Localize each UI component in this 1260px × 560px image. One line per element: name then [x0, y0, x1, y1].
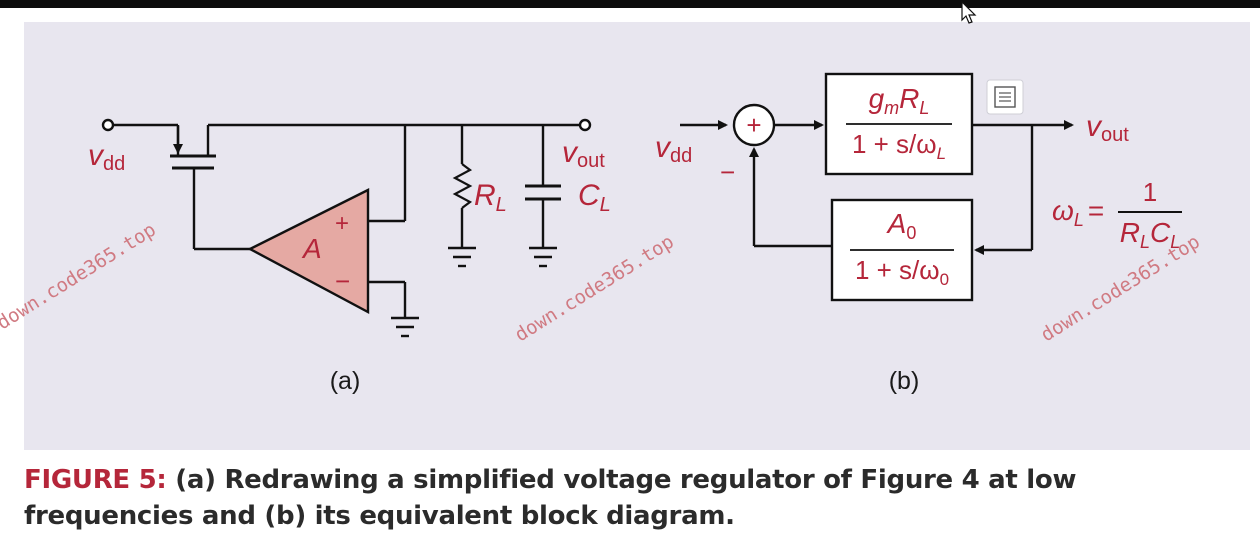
omega-numerator: 1	[1143, 177, 1157, 207]
amp-gain-label: A	[301, 233, 322, 264]
screenshot-icon[interactable]	[986, 79, 1024, 115]
forward-denominator: 1 + s/ωL	[852, 129, 946, 163]
panel-a-label: (a)	[330, 367, 361, 395]
cl-label: CL	[578, 179, 611, 216]
omega-l-label: ωL=	[1052, 195, 1104, 230]
panel-b-label: (b)	[889, 367, 920, 395]
block-diagram-b	[680, 72, 1182, 302]
amplifier-triangle	[247, 188, 370, 315]
feedback-minus-label: −	[720, 157, 735, 187]
amp-minus-label: −	[335, 266, 350, 296]
omega-denominator: RLCL	[1120, 217, 1181, 252]
top-bar	[0, 0, 1260, 8]
vout-label-b: vout	[1086, 110, 1129, 146]
ground-icon	[391, 316, 419, 338]
amp-plus-label: +	[335, 210, 349, 237]
figure-panel	[24, 22, 1250, 450]
vdd-label-a: vdd	[88, 139, 125, 175]
circuit-a	[101, 118, 592, 338]
feedback-numerator: A0	[886, 208, 917, 243]
forward-numerator: gmRL	[869, 83, 930, 118]
ground-icon	[448, 246, 476, 268]
watermark-text: down.code365.top	[0, 219, 160, 335]
vdd-terminal	[101, 118, 115, 132]
feedback-denominator: 1 + s/ω0	[855, 255, 949, 289]
vout-label-a: vout	[562, 136, 605, 172]
resistor-icon	[452, 163, 473, 209]
figure-label: FIGURE 5:	[24, 465, 167, 495]
mouse-cursor-icon	[961, 0, 977, 24]
sum-plus-label: +	[746, 110, 761, 140]
caption-text: (a) Redrawing a simplified voltage regul…	[24, 465, 1077, 531]
figure-caption: FIGURE 5: (a) Redrawing a simplified vol…	[24, 462, 1239, 534]
ground-icon	[529, 246, 557, 268]
vdd-label-b: vdd	[655, 131, 692, 167]
vout-terminal-a	[578, 118, 592, 132]
rl-label: RL	[474, 179, 507, 216]
